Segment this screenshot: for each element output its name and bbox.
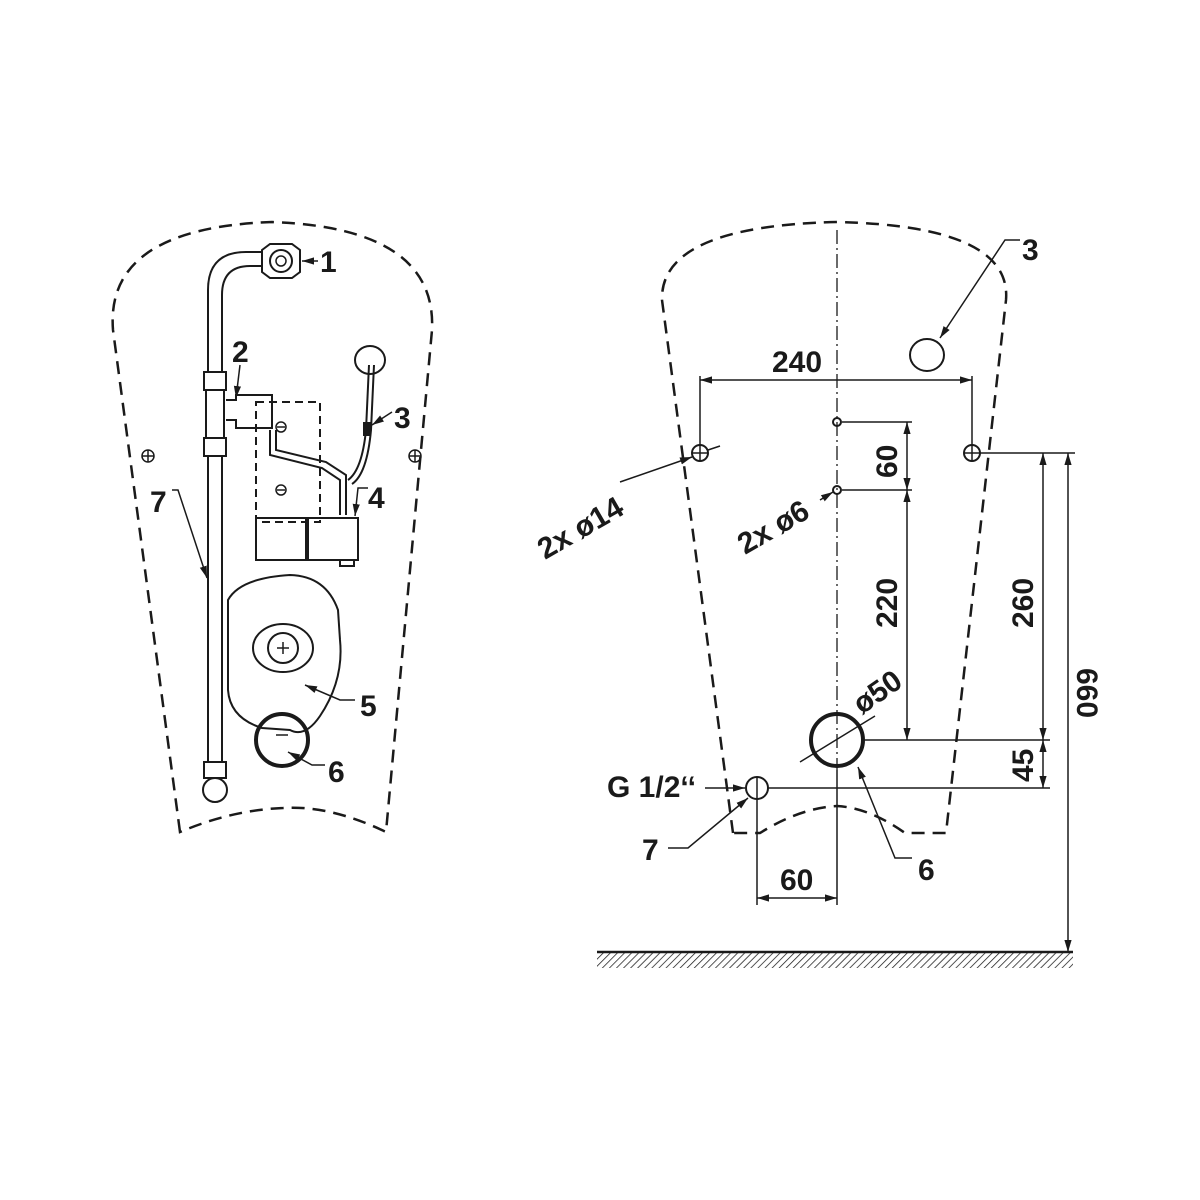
sensor-icon (354, 345, 386, 375)
callout-3: 3 (394, 402, 411, 435)
inlet-nut (261, 243, 301, 279)
outlet-circle (254, 712, 310, 768)
supply-hose (202, 251, 262, 803)
hole-6-bottom (832, 485, 842, 495)
dim-60-vertical: 60 (871, 445, 904, 478)
mounting-screw-icon (141, 449, 155, 463)
mounting-screw-icon (408, 449, 422, 463)
sensor-hole (909, 338, 945, 372)
floor-hatch (597, 950, 1073, 968)
screw-icon (275, 421, 287, 433)
callout-7-right: 7 (642, 834, 659, 867)
plus-icon (267, 632, 299, 664)
callout-6-right: 6 (918, 854, 935, 887)
right-view: 240 60 220 260 45 660 60 2x ø14 2x ø6 ø5… (532, 220, 1103, 968)
hole-14-right (963, 444, 981, 462)
screw-icon (275, 484, 287, 496)
callout-2: 2 (232, 336, 249, 369)
callout-3-right: 3 (1022, 234, 1039, 267)
dim-60-horizontal: 60 (780, 864, 813, 897)
label-2x-d14: 2x ø14 (532, 491, 630, 566)
drain-trap (227, 573, 342, 734)
dim-660: 660 (1070, 668, 1103, 718)
hole-6-top (832, 417, 842, 427)
callout-4: 4 (368, 482, 385, 515)
callout-1: 1 (320, 246, 337, 279)
urinal-outline-right (660, 220, 1008, 835)
dim-240: 240 (772, 346, 822, 379)
dim-45: 45 (1007, 749, 1040, 782)
callout-6: 6 (328, 756, 345, 789)
urinal-outline-left (111, 220, 434, 834)
callout-7: 7 (150, 486, 167, 519)
left-view: 1 2 3 4 5 6 7 (111, 220, 434, 834)
callout-5: 5 (360, 690, 377, 723)
dim-260: 260 (1007, 578, 1040, 628)
hole-14-left (691, 444, 709, 462)
solenoid-block (255, 517, 359, 567)
valve-body (226, 394, 273, 429)
label-2x-d6: 2x ø6 (732, 494, 815, 561)
label-d50: ø50 (847, 664, 908, 721)
electronics-housing (255, 401, 321, 523)
inlet-g12 (745, 776, 769, 905)
dim-220: 220 (871, 578, 904, 628)
label-g12: G 1/2‘‘ (607, 771, 696, 804)
